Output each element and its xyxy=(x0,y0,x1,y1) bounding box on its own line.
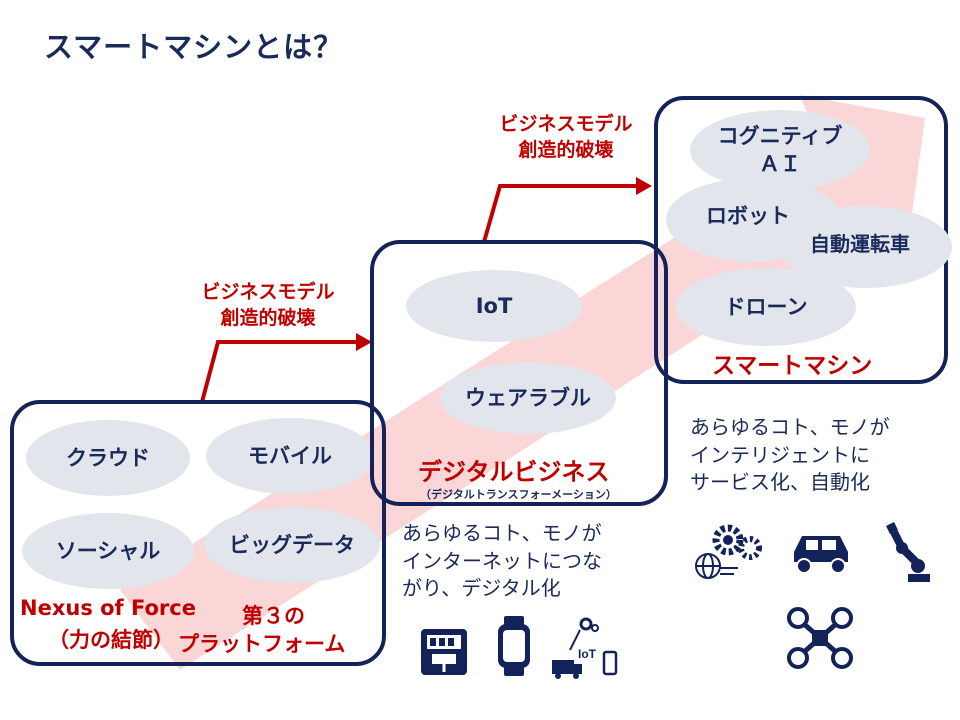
arrow-label-1: ビジネスモデル 創造的破壊 xyxy=(201,281,335,329)
pill-robot-bg xyxy=(666,178,842,262)
stage2-description: あらゆるコト、モノが インターネットにつな がり、デジタル化 xyxy=(402,521,602,601)
stage1-platform-line2: プラットフォーム xyxy=(178,632,346,656)
drone-icon xyxy=(787,607,853,669)
smartwatch-icon xyxy=(498,616,530,676)
car-icon xyxy=(794,536,848,574)
arrow-label-2: ビジネスモデル 創造的破壊 xyxy=(499,113,633,161)
gears-globe-icon xyxy=(695,524,762,579)
pill-wearable: ウェアラブル xyxy=(440,362,616,434)
page-title: スマートマシンとは？ xyxy=(44,30,344,64)
pill-mobile: モバイル xyxy=(206,418,374,494)
stage2-name: デジタルビジネス xyxy=(418,458,610,486)
pill-social: ソーシャル xyxy=(22,513,194,589)
pill-iot: IoT xyxy=(406,270,582,342)
svg-text:IoT: IoT xyxy=(578,647,597,661)
stage2-subname: （デジタルトランスフォーメーション） xyxy=(420,488,617,501)
meter-icon xyxy=(421,629,467,675)
stage1-name-line1: Nexus of Force xyxy=(20,596,196,620)
stage1-name-line2: （力の結節） xyxy=(48,628,174,652)
stage3-name: スマートマシン xyxy=(712,353,873,379)
stage1-platform-line1: 第３の xyxy=(242,604,305,628)
pill-drone: ドローン xyxy=(676,268,856,346)
stage1-box xyxy=(10,400,386,666)
stage3-description: あらゆるコト、モノが インテリジェントに サービス化、自動化 xyxy=(690,415,890,495)
pill-cloud: クラウド xyxy=(26,420,190,496)
pill-bigdata: ビッグデータ xyxy=(204,507,380,583)
iot-truck-icon: IoT xyxy=(552,617,618,679)
pill-autonomous-car: 自動運転車 xyxy=(810,232,910,256)
pill-robot: ロボット xyxy=(706,204,790,228)
robot-arm-icon xyxy=(886,522,930,582)
